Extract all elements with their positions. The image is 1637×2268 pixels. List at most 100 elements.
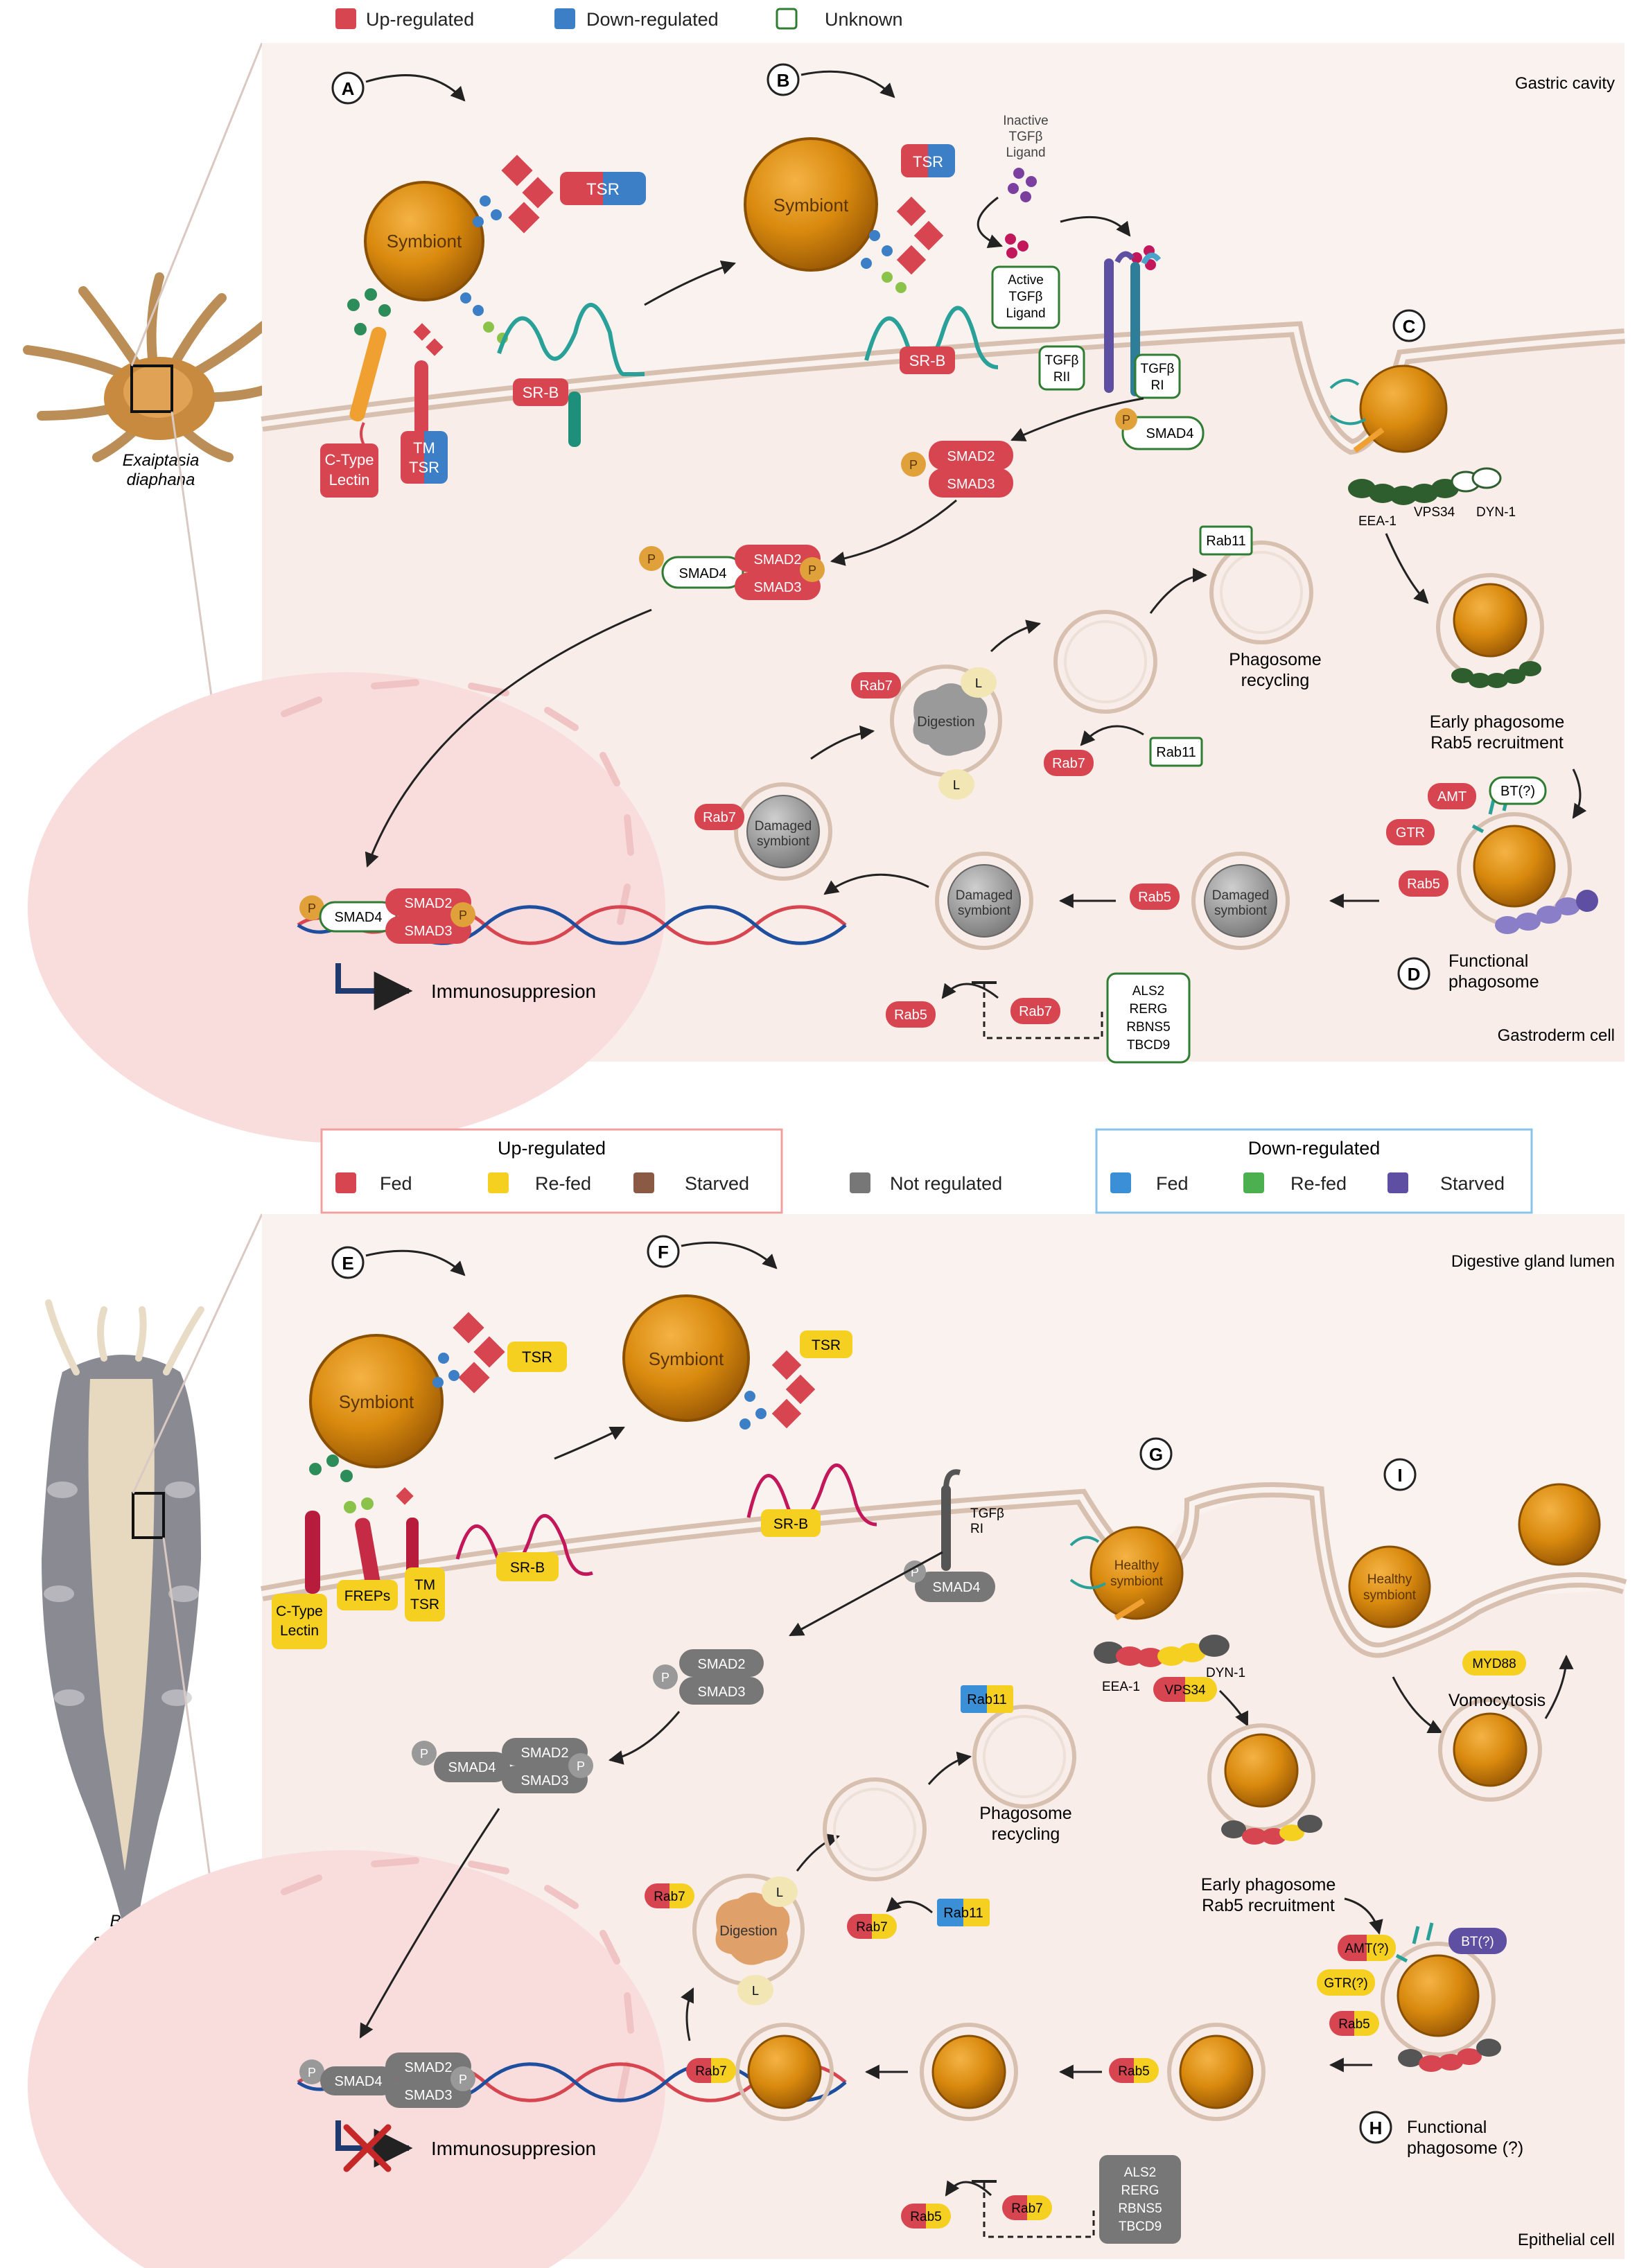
damaged-phagosome-3-top: Damaged symbiont [734,782,832,881]
svg-text:P: P [308,2066,316,2080]
tgfbr1-badge: TGFβ RI [1134,353,1181,399]
svg-text:P: P [647,552,656,566]
top-panel: Up-regulated Down-regulated Unknown Exai… [23,8,1625,1143]
recycling-vesicle-2-top [1209,540,1313,644]
amt-badge-top: AMT [1428,783,1476,809]
svg-text:B: B [777,70,790,91]
svg-text:P: P [909,458,918,472]
svg-text:TGFβ: TGFβ [1141,362,1175,376]
svg-text:symbiont: symbiont [757,834,810,849]
bottom-cell-label: Epithelial cell [1518,2231,1615,2249]
svg-text:Starved: Starved [1440,1173,1505,1194]
svg-text:SMAD3: SMAD3 [947,477,995,492]
svg-text:SMAD3: SMAD3 [698,1685,746,1700]
svg-text:RERG: RERG [1130,1002,1168,1017]
svg-text:P: P [308,902,316,915]
step-a-marker: A [331,71,466,105]
svg-text:L: L [975,676,982,690]
svg-text:TSR: TSR [409,459,439,476]
smad23-phospho-bottom: SMAD2 SMAD3 P [653,1649,764,1705]
svg-text:Ligand: Ligand [1006,306,1045,321]
svg-text:ALS2: ALS2 [1132,984,1164,999]
srb-badge-e: SR-B [496,1552,559,1581]
svg-text:Lectin: Lectin [280,1623,319,1639]
svg-text:SMAD2: SMAD2 [405,896,453,911]
svg-text:L: L [752,1984,759,1998]
svg-text:MYD88: MYD88 [1472,1657,1516,1671]
svg-text:Re-fed: Re-fed [535,1173,591,1194]
smad-complex-top: P SMAD4 SMAD2 SMAD3 P [639,545,825,600]
svg-text:P: P [808,563,816,577]
top-legend: Up-regulated Down-regulated Unknown [335,8,903,30]
bottom-panel: Up-regulated Fed Re-fed Starved Not regu… [28,1128,1627,2268]
svg-text:SMAD3: SMAD3 [754,580,802,595]
svg-text:Rab7: Rab7 [695,2064,726,2079]
svg-text:C-Type: C-Type [276,1603,323,1619]
bottom-legend-up: Up-regulated Fed Re-fed Starved [320,1128,783,1214]
svg-text:I: I [1397,1465,1402,1486]
step-c-marker: C [1392,309,1426,342]
svg-text:SMAD2: SMAD2 [405,2060,453,2075]
bottom-symbiont-e-label: Symbiont [339,1391,414,1412]
ctype-lectin-badge-e: C-Type Lectin [272,1594,327,1649]
svg-text:Not regulated: Not regulated [890,1173,1002,1194]
rab5-badge-gap-bottom: Rab5 [901,2204,951,2229]
rab7-badge-gap-bottom: Rab7 [1002,2195,1052,2220]
svg-text:RBNS5: RBNS5 [1118,2201,1162,2216]
srb-badge-f: SR-B [761,1509,821,1537]
svg-text:SMAD2: SMAD2 [947,449,995,464]
step-h-marker: H [1359,2111,1392,2144]
blocked-cross-icon [343,2124,392,2172]
svg-text:TSR: TSR [586,180,620,199]
svg-text:Rab11: Rab11 [967,1692,1006,1707]
phagosome-mid-bottom [920,2023,1018,2121]
svg-text:A: A [342,78,355,99]
dyn1-label-top: DYN-1 [1476,505,1516,520]
svg-text:SMAD4: SMAD4 [679,566,727,581]
rab5-badge-chain-bottom: Rab5 [1109,2058,1159,2083]
svg-text:P: P [459,2073,467,2086]
svg-text:P: P [459,908,467,922]
svg-text:RII: RII [1053,370,1070,385]
rab7-badge-released-top: Rab7 [1044,750,1094,776]
svg-text:H: H [1369,2118,1383,2138]
bt-badge-bottom: BT(?) [1448,1928,1507,1954]
functional-phagosome-label-top-1: Functional [1448,951,1528,971]
bt-badge-top: BT(?) [1489,776,1547,805]
tgfbr1-label-bottom-2: RI [970,1522,983,1536]
recycling-vesicle-1-top [1053,610,1157,714]
early-phagosome-label-top: Early phagosome [1430,712,1565,732]
svg-text:Healthy: Healthy [1114,1558,1159,1573]
rab11-badge-released-bottom: Rab11 [937,1899,990,1926]
srb-badge-a: SR-B [513,378,568,406]
recycling-label-bottom-1: Phagosome [979,1804,1071,1823]
recycling-vesicle-2-bottom [972,1705,1076,1809]
svg-text:TGFβ: TGFβ [1009,290,1043,304]
svg-text:SR-B: SR-B [909,352,946,369]
rab7-badge-dmg-top: Rab7 [694,804,744,830]
svg-text:Lectin: Lectin [329,471,370,489]
vomocytosis-vesicle [1438,1698,1542,1802]
svg-text:Rab7: Rab7 [859,678,893,694]
svg-text:Inactive: Inactive [1003,114,1048,128]
recycling-label-bottom-2: recycling [992,1825,1060,1844]
bottom-symbiont-f [622,1294,750,1422]
svg-text:AMT(?): AMT(?) [1345,1942,1388,1956]
healthy-symbiont-g [1089,1526,1184,1620]
smad23-phospho-top: SMAD2 SMAD3 P [901,441,1013,498]
svg-text:TM: TM [413,439,435,457]
svg-text:GTR: GTR [1396,825,1425,841]
svg-text:BT(?): BT(?) [1500,784,1535,799]
svg-text:Re-fed: Re-fed [1290,1173,1347,1194]
rab5-recruitment-label-bottom: Rab5 recruitment [1202,1896,1335,1915]
organism-genus: Exaiptasia [123,451,200,470]
svg-text:L: L [776,1885,783,1899]
rab7-badge-dig-bottom: Rab7 [645,1883,694,1908]
rab5-badge-gap-top: Rab5 [886,1001,936,1028]
expelled-symbiont [1518,1483,1601,1566]
svg-text:SR-B: SR-B [510,1560,545,1576]
svg-text:TGFβ: TGFβ [1009,130,1043,144]
myd88-badge: MYD88 [1462,1651,1526,1676]
transcription-arrow-top [335,963,413,1010]
legend-up-label: Up-regulated [366,9,474,30]
